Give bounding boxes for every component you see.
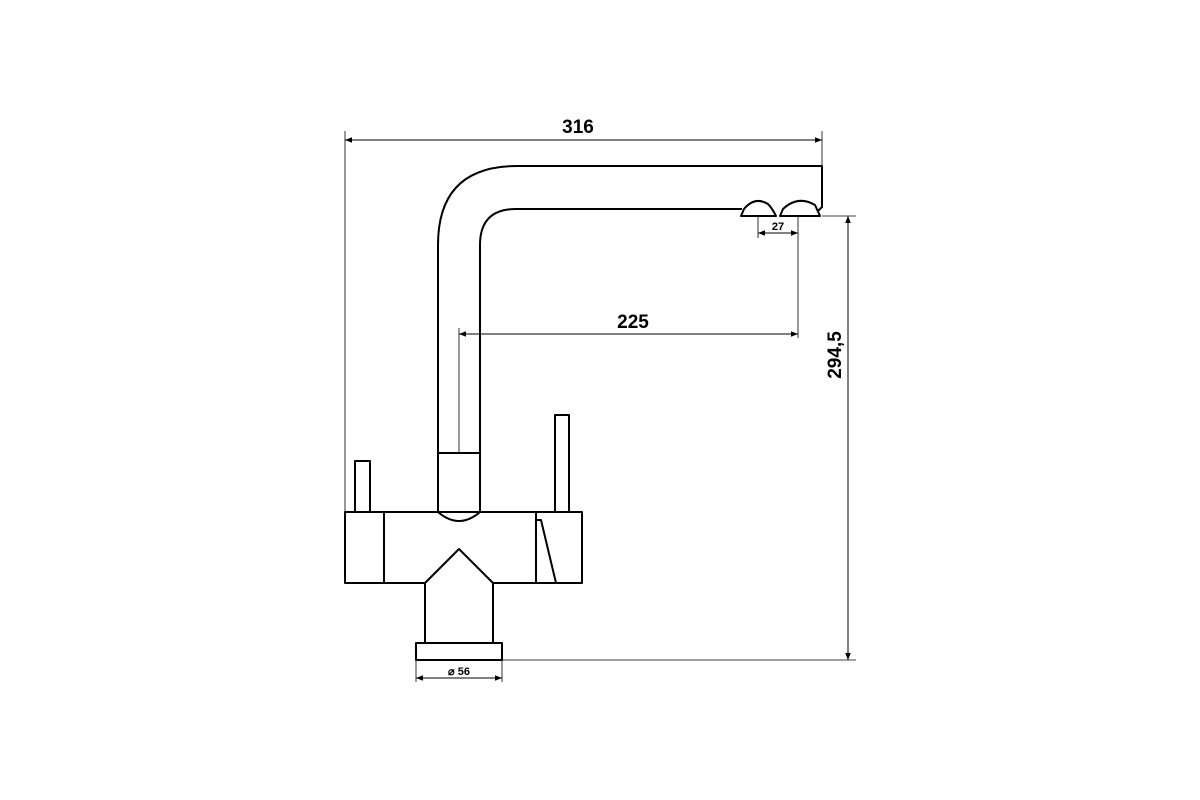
- label-base-diameter: ⌀ 56: [448, 666, 470, 678]
- base-flange: [415, 642, 503, 661]
- lower-neck: [424, 548, 494, 643]
- aerator-outlet-left: [740, 199, 777, 217]
- label-overall-height: 294,5: [825, 331, 846, 379]
- left-lever: [354, 460, 371, 513]
- dimension-lines: [345, 137, 851, 681]
- label-spout-reach: 225: [617, 312, 649, 333]
- right-lever: [554, 414, 570, 513]
- faucet-outline: [344, 165, 823, 661]
- extension-lines: [344, 131, 856, 682]
- main-body-top: [384, 511, 536, 522]
- right-handle-cap: [536, 511, 583, 584]
- dimension-labels: 316 225 27 294,5 ⌀ 56: [448, 117, 846, 678]
- spout-inner-contour: [479, 208, 742, 512]
- label-outlet-spacing: 27: [772, 221, 784, 233]
- spout-outer-contour: [437, 165, 823, 512]
- right-handle-notch: [536, 519, 557, 584]
- spout-collar: [437, 452, 481, 513]
- label-overall-width: 316: [562, 117, 594, 138]
- aerator-outlet-right: [779, 199, 821, 217]
- left-handle-cap: [344, 511, 385, 584]
